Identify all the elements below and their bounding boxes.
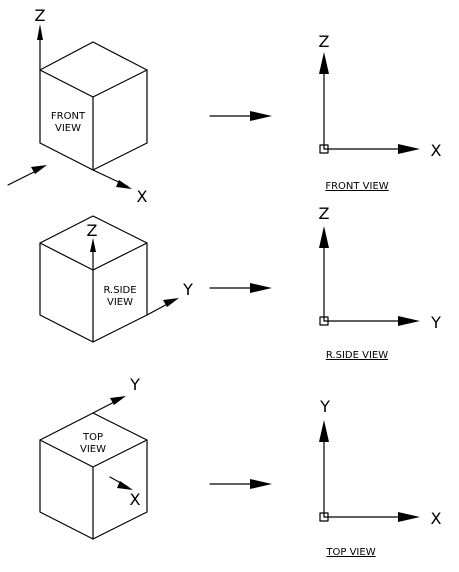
rside-ucs-y-label: Y [430, 313, 441, 332]
top-ucs-icon [319, 420, 420, 522]
front-ucs-x-label: X [431, 141, 442, 160]
cube2-y-arrowhead [163, 298, 179, 307]
row-front-view: FRONT VIEW Z X Z X FRONT VIEW [7, 6, 442, 206]
cube1-x-arrowhead [116, 180, 132, 189]
cube3-y-arrowhead [110, 396, 126, 405]
front-ucs-icon [319, 52, 420, 154]
front-ucs-z-label: Z [319, 32, 330, 51]
top-transform-arrowhead [250, 479, 272, 489]
rside-ucs-z-label: Z [319, 204, 330, 223]
top-face-label-line1: TOP [82, 432, 103, 443]
cube1-x-label: X [137, 187, 148, 206]
front-face-label-line1: FRONT [51, 111, 86, 122]
cube1-z-label: Z [35, 6, 46, 25]
cube3-x-label: X [130, 490, 141, 509]
cube1-z-arrowhead [37, 24, 43, 40]
rside-ucs-icon [319, 226, 420, 326]
top-ucs-x-label: X [431, 509, 442, 528]
cube2-y-label: Y [182, 280, 193, 299]
top-face-label-line2: VIEW [80, 444, 106, 455]
row-top-view: TOP VIEW Y X Y X TOP VIEW [39, 375, 442, 558]
rside-face-label-line1: R.SIDE [103, 285, 136, 296]
rside-transform-arrowhead [250, 283, 272, 293]
front-viewing-direction-arrowhead [31, 165, 47, 174]
front-transform-arrowhead [250, 111, 272, 121]
cube3-y-label: Y [129, 375, 140, 394]
top-view-caption: TOP VIEW [325, 547, 375, 558]
front-cube [39, 41, 148, 171]
cube2-z-arrowhead [90, 238, 96, 252]
rside-view-caption: R.SIDE VIEW [326, 350, 388, 361]
cube2-z-label: Z [87, 221, 98, 240]
front-face-label-line2: VIEW [55, 123, 81, 134]
row-rside-view: R.SIDE VIEW Z Y Z Y R.SIDE VIEW [39, 204, 441, 361]
cube3-x-arrowhead [117, 481, 133, 490]
rside-face-label-line2: VIEW [107, 297, 133, 308]
front-view-caption: FRONT VIEW [325, 181, 388, 192]
top-ucs-y-label: Y [319, 397, 330, 416]
